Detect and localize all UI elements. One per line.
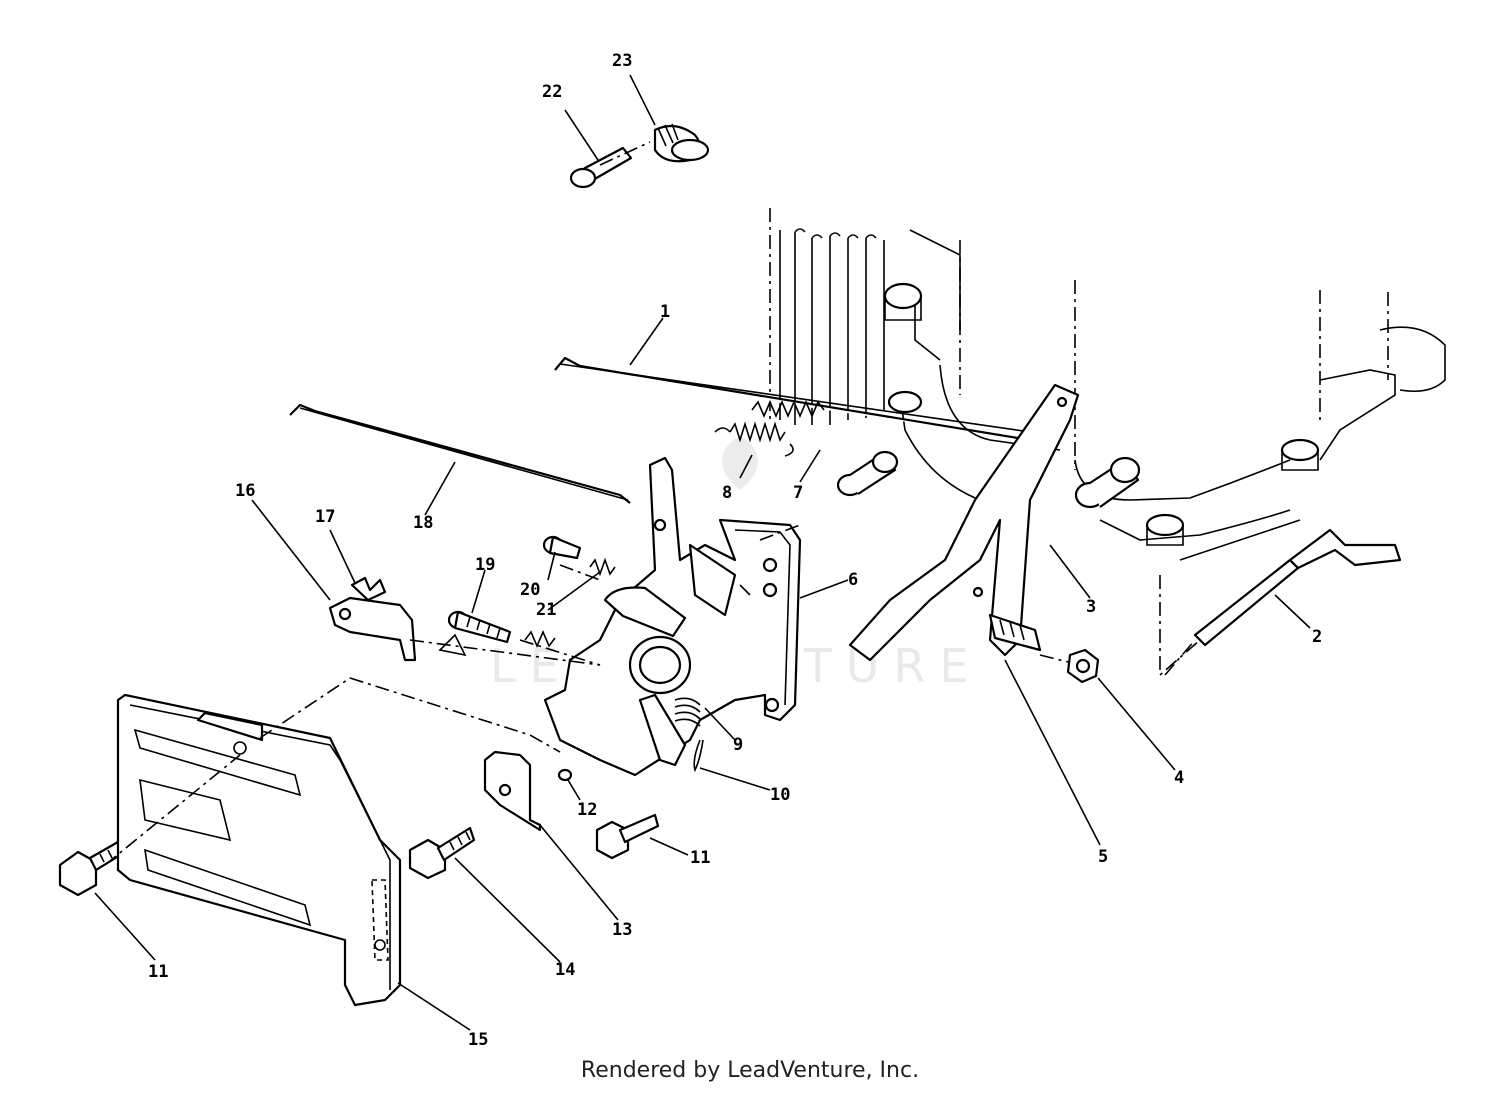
throttle-rod-18: [289, 403, 631, 504]
callout-20: 20: [520, 580, 540, 600]
engine-block: [769, 208, 1446, 677]
callout-17: 17: [315, 507, 335, 527]
control-bracket-6: [543, 456, 802, 777]
spring-9: [674, 697, 701, 727]
governor-rod-1: [554, 356, 1031, 442]
governor-shaft-2: [1164, 528, 1402, 676]
spacer-6-top: [836, 450, 899, 497]
callout-10: 10: [770, 785, 790, 805]
cable-clip-23: [653, 123, 710, 163]
callout-3: 3: [1086, 597, 1096, 617]
screw-12: [557, 768, 573, 782]
cover-plate-15: [116, 693, 402, 1007]
throttle-plate-16: [328, 576, 467, 662]
callout-16: 16: [235, 481, 255, 501]
callout-12: 12: [577, 800, 597, 820]
callout-1: 1: [660, 302, 670, 322]
callout-22: 22: [542, 82, 562, 102]
leader-lines: [94, 74, 1311, 1031]
screw-19: [447, 610, 556, 649]
governor-lever-5: [848, 383, 1080, 662]
callout-18: 18: [413, 513, 433, 533]
nut-4: [1066, 648, 1100, 684]
callout-labels: 1 2 3 4 5 6 7 8 9 10 11 11 12 13 14 15 1…: [148, 51, 1322, 1050]
bolt-11-left: [58, 840, 124, 897]
callout-9: 9: [733, 735, 743, 755]
bracket-13: [483, 750, 542, 832]
callout-21: 21: [536, 600, 556, 620]
spring-8: [714, 421, 794, 457]
bolt-14: [408, 826, 476, 880]
callout-15: 15: [468, 1030, 488, 1050]
callout-5: 5: [1098, 847, 1108, 867]
spring-7: [751, 399, 825, 419]
callout-7: 7: [793, 483, 803, 503]
callout-8: 8: [722, 483, 732, 503]
bolt-11-right: [595, 813, 660, 860]
callout-2: 2: [1312, 627, 1322, 647]
screw-20: [542, 535, 616, 577]
callout-6: 6: [848, 570, 858, 590]
callout-19: 19: [475, 555, 495, 575]
spacer-3: [1074, 456, 1141, 509]
callout-13: 13: [612, 920, 632, 940]
bolt-22: [569, 146, 633, 189]
callout-11-right: 11: [690, 848, 710, 868]
callout-11-left: 11: [148, 962, 168, 982]
callout-4: 4: [1174, 768, 1184, 788]
callout-14: 14: [555, 960, 575, 980]
cotter-10: [693, 739, 704, 773]
callout-23: 23: [612, 51, 632, 71]
footer-credit: Rendered by LeadVenture, Inc.: [580, 1058, 920, 1083]
